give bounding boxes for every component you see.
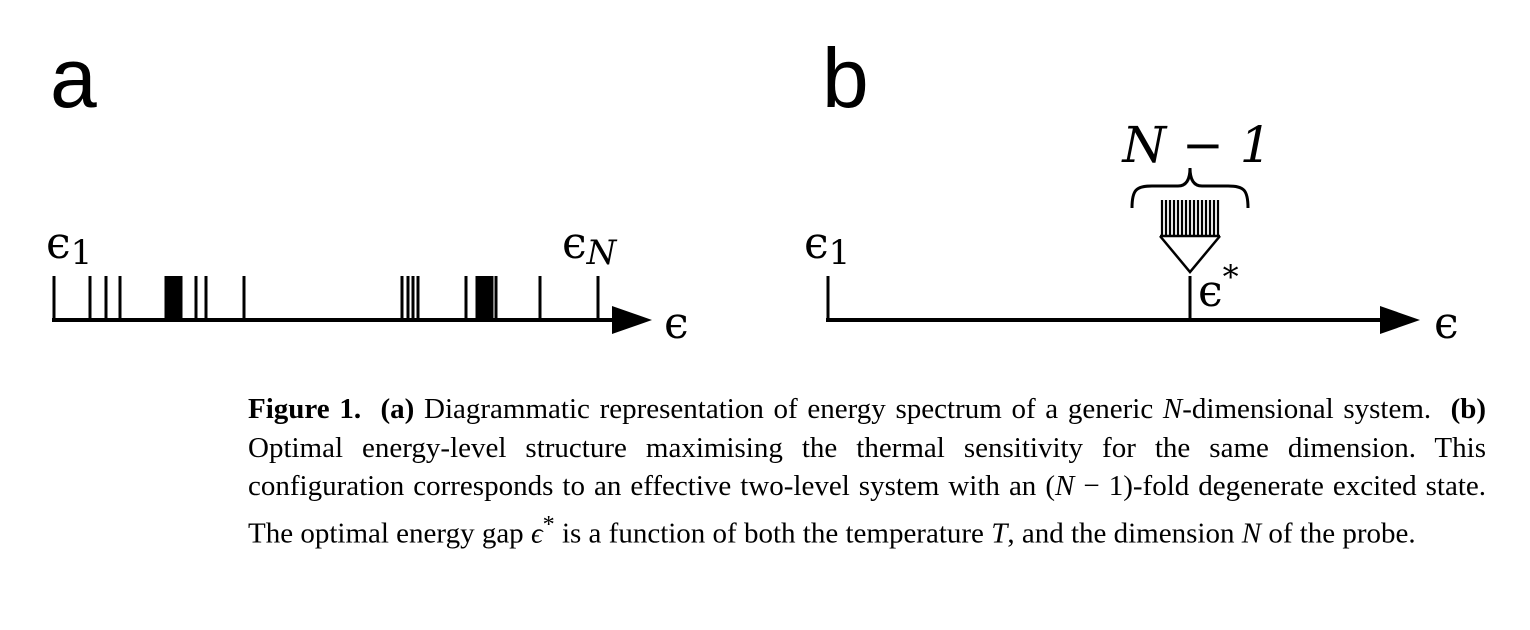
panel-b-epsilon-1: ϵ1: [804, 218, 850, 273]
figure-diagram: ϵ1 ϵN ϵ N − 1 ϵ1 ϵ* ϵ: [46, 116, 1459, 349]
caption-b-text-2: − 1)-fold degenerate excited state. The …: [248, 470, 1487, 550]
panel-a-diagram: ϵ1 ϵN ϵ: [46, 218, 689, 349]
caption-b-text-3: is a function of both the temperature: [554, 517, 992, 550]
panel-b-epsilon-star: ϵ*: [1198, 258, 1239, 317]
panel-a-energy-levels: [52, 276, 600, 320]
degeneracy-brace: [1130, 167, 1250, 209]
degeneracy-label: N − 1: [1121, 116, 1271, 174]
caption-figure-label: Figure 1.: [248, 393, 362, 425]
caption-a-text-2: -dimensional system.: [1182, 393, 1432, 425]
caption-a-text-1: Diagrammatic representation of energy sp…: [414, 393, 1163, 425]
caption-b-N2: N: [1241, 517, 1262, 550]
panel-a-label: a: [50, 31, 97, 125]
caption-b-tag: (b): [1450, 393, 1487, 425]
caption-b-eps: ϵ: [530, 517, 543, 550]
panel-a-epsilon-1: ϵ1: [46, 218, 92, 273]
caption-b-text-5: of the probe.: [1261, 517, 1416, 550]
caption-b-text-4: , and the dimension: [1007, 517, 1242, 550]
caption-a-N: N: [1162, 393, 1183, 425]
degeneracy-funnel: [1159, 235, 1221, 274]
degenerate-levels-cluster: [1160, 200, 1220, 236]
panel-a-epsilon-N: ϵN: [562, 218, 618, 273]
panel-b-axis-arrowhead: [1380, 306, 1420, 334]
panel-b-axis-epsilon: ϵ: [1434, 298, 1459, 349]
figure-caption: Figure 1. (a) Diagrammatic representatio…: [248, 390, 1486, 553]
caption-b-T: T: [991, 517, 1008, 550]
caption-a-tag: (a): [380, 393, 415, 425]
caption-b-text-1: Optimal energy-level structure maximisin…: [248, 431, 1486, 503]
panel-a-axis-epsilon: ϵ: [664, 298, 689, 349]
panel-a-axis-arrowhead: [612, 306, 652, 334]
panel-b-diagram: N − 1 ϵ1 ϵ* ϵ: [804, 116, 1459, 349]
caption-b-N1: N: [1055, 470, 1075, 502]
caption-b-star: *: [542, 510, 555, 538]
panel-b-label: b: [822, 31, 869, 125]
